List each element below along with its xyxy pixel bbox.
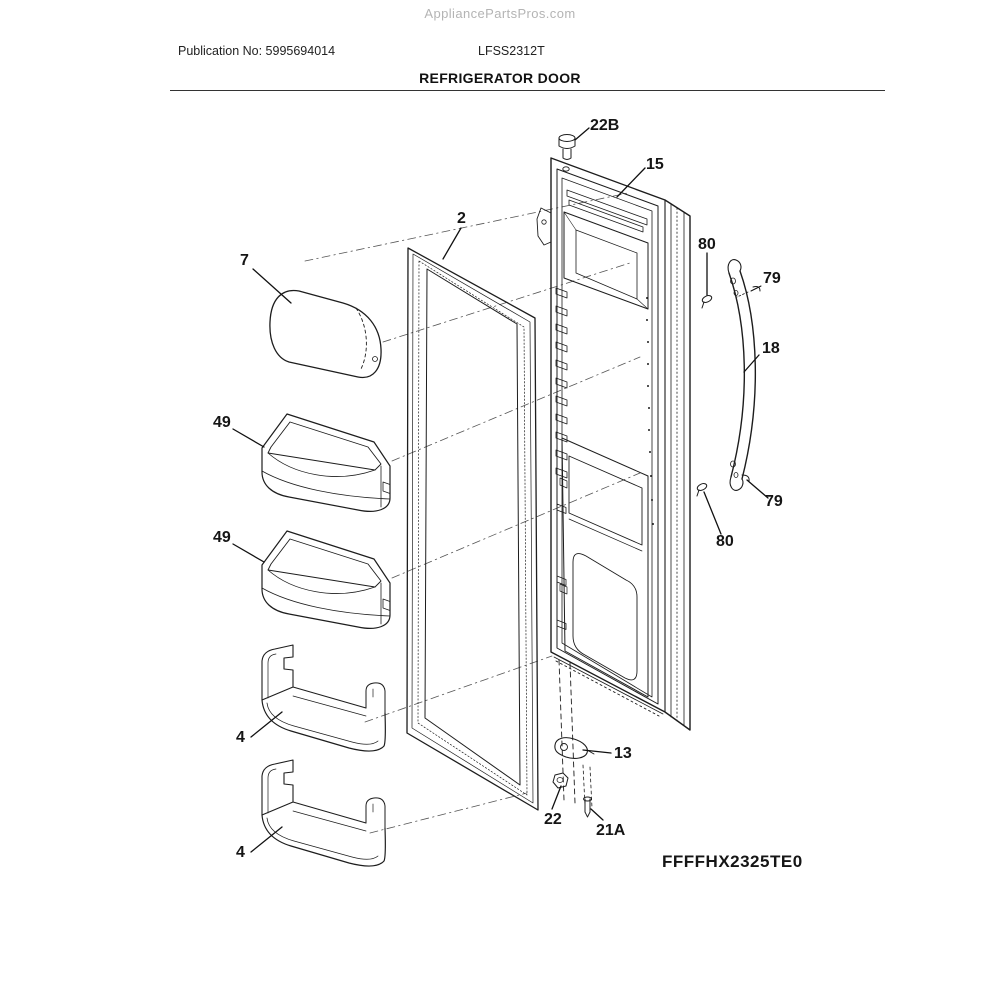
- door-shelf-rack-1-drawing: [261, 644, 386, 752]
- callout-22B: 22B: [590, 117, 620, 134]
- diagram-title: REFRIGERATOR DOOR: [419, 70, 581, 86]
- callout-21A: 21A: [596, 822, 626, 839]
- diagram-code: FFFFHX2325TE0: [662, 852, 803, 871]
- hinge-nut-drawing: [553, 773, 568, 788]
- pin-axis-lines: [583, 765, 592, 808]
- callout-4-2: 4: [236, 844, 245, 861]
- callout-4-1: 4: [236, 729, 245, 746]
- model-number: LFSS2312T: [478, 44, 545, 58]
- top-hinge-screw-drawing: [559, 135, 575, 160]
- callout-22: 22: [544, 811, 562, 828]
- callout-79-bottom: 79: [765, 493, 783, 510]
- bottom-hinge-cam-drawing: [555, 738, 594, 759]
- door-bin-upper-1-drawing: [261, 413, 391, 512]
- leader-lines: [233, 128, 768, 852]
- callout-49-2: 49: [213, 529, 231, 546]
- handle-clip-bottom-drawing: [742, 475, 749, 481]
- publication-number: Publication No: 5995694014: [178, 44, 336, 58]
- callout-80-top: 80: [698, 236, 716, 253]
- callout-2: 2: [457, 210, 466, 227]
- handle-screw-top-drawing: [701, 294, 713, 308]
- callout-49-1: 49: [213, 414, 231, 431]
- door-gasket-drawing: [407, 248, 538, 810]
- callout-18: 18: [762, 340, 780, 357]
- door-handle-drawing: [728, 260, 755, 491]
- liner-slots: [556, 288, 567, 630]
- site-watermark: AppliancePartsPros.com: [424, 6, 576, 21]
- dairy-door-drawing: [270, 291, 381, 378]
- hinge-pin-drawing: [584, 797, 592, 817]
- title-divider: [170, 90, 885, 91]
- hinge-axis-lines: [559, 660, 575, 803]
- callout-15: 15: [646, 156, 664, 173]
- door-panel-drawing: [537, 158, 690, 730]
- door-bin-upper-2-drawing: [261, 530, 391, 629]
- handle-screw-bottom-drawing: [696, 482, 708, 496]
- callout-13: 13: [614, 745, 632, 762]
- projection-lines: [305, 193, 640, 833]
- callout-80-bottom: 80: [716, 533, 734, 550]
- door-shelf-rack-2-drawing: [261, 759, 386, 867]
- callout-7: 7: [240, 252, 249, 269]
- callout-79-top: 79: [763, 270, 781, 287]
- liner-rivets: [646, 297, 654, 525]
